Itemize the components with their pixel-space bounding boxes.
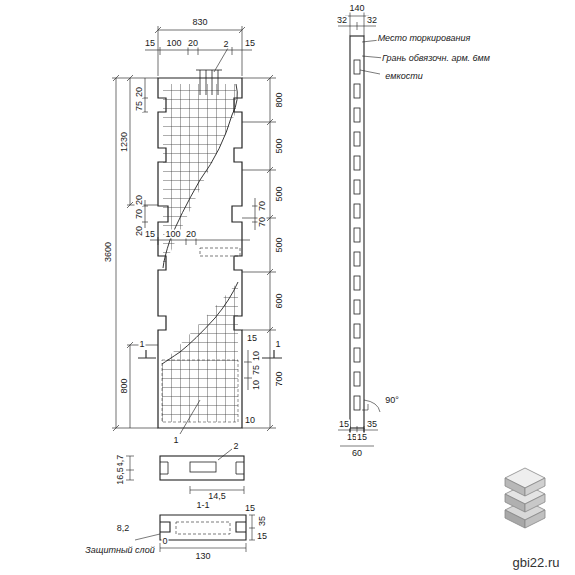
dimension-label: 32 bbox=[366, 16, 378, 25]
slot bbox=[354, 372, 360, 386]
dimension-label: 500 bbox=[275, 137, 284, 154]
dimension-label: 15 bbox=[244, 504, 256, 513]
dimension-label: 600 bbox=[275, 292, 284, 309]
dimension-label: 1 bbox=[138, 340, 145, 349]
dimension-label: 35 bbox=[366, 420, 378, 429]
dimension-label: 70 bbox=[135, 208, 144, 220]
slot bbox=[354, 156, 360, 170]
site-logo bbox=[505, 468, 545, 528]
dimension-label: 1 bbox=[172, 436, 179, 445]
dimension-label: 70 bbox=[258, 216, 267, 228]
dimension-label: 140 bbox=[348, 4, 365, 13]
dimension-label: 830 bbox=[191, 18, 208, 27]
dimension-label: 800 bbox=[275, 91, 284, 108]
dimension-label: 15 bbox=[338, 420, 350, 429]
note-text: Защитный слой bbox=[84, 546, 155, 555]
note-text: Место торкирования bbox=[377, 34, 472, 43]
dimension-label: 16,5 bbox=[116, 466, 125, 486]
dimension-label: 70 bbox=[258, 200, 267, 212]
dimension-label: 20 bbox=[185, 230, 197, 239]
dimension-label: 500 bbox=[275, 185, 284, 202]
front-view bbox=[158, 70, 242, 428]
dimension-label: 100 bbox=[164, 230, 181, 239]
dimension-label: 20 bbox=[135, 225, 144, 237]
slot bbox=[354, 396, 360, 410]
dimension-label: 10 bbox=[252, 350, 261, 362]
dimension-lines bbox=[112, 26, 282, 460]
slot bbox=[354, 324, 360, 338]
dimension-label: 2 bbox=[232, 442, 239, 451]
dimension-label: 800 bbox=[120, 377, 129, 394]
dimension-label: 20 bbox=[187, 39, 199, 48]
slot bbox=[354, 300, 360, 314]
dimension-label: 90° bbox=[384, 396, 400, 405]
plan-and-section bbox=[126, 456, 255, 552]
dimension-label: 130 bbox=[194, 552, 211, 561]
dimension-label: 10 bbox=[252, 379, 261, 391]
dimension-label: 1-1 bbox=[195, 501, 210, 510]
note-text: Грань обвязочн. арм. 6мм bbox=[381, 54, 491, 63]
side-view bbox=[338, 12, 384, 446]
dimension-label: 100 bbox=[165, 39, 182, 48]
watermark: gbi22.ru bbox=[512, 556, 561, 569]
slot bbox=[354, 204, 360, 218]
dimension-label: 1230 bbox=[120, 131, 129, 153]
note-text: емкости bbox=[384, 72, 423, 81]
dimension-label: 20 bbox=[135, 86, 144, 98]
dimension-label: 15 bbox=[246, 334, 258, 343]
dimension-label: 500 bbox=[275, 236, 284, 253]
dimension-label: 20 bbox=[135, 194, 144, 206]
slot bbox=[354, 180, 360, 194]
slot bbox=[354, 132, 360, 146]
dimension-label: 14,5 bbox=[207, 492, 227, 501]
dimension-label: 3600 bbox=[104, 241, 113, 263]
dimension-label: 35 bbox=[258, 515, 267, 527]
slot bbox=[354, 348, 360, 362]
dimension-label: 75 bbox=[252, 364, 261, 376]
dimension-label: 15 bbox=[244, 39, 256, 48]
slot bbox=[354, 252, 360, 266]
dimension-label: 15 bbox=[256, 532, 268, 541]
dimension-label: 0 bbox=[161, 537, 168, 546]
dimension-label: 700 bbox=[275, 370, 284, 387]
dimension-label: 15 bbox=[144, 39, 156, 48]
slot bbox=[354, 84, 360, 98]
dimension-label: 2 bbox=[222, 40, 229, 49]
dimension-label: 75 bbox=[135, 100, 144, 112]
dimension-label: 15 bbox=[356, 433, 368, 442]
dimension-label: 32 bbox=[336, 16, 348, 25]
dimension-label: 8,2 bbox=[116, 524, 131, 533]
slot bbox=[354, 60, 360, 74]
dimension-label: 60 bbox=[351, 449, 363, 458]
dimension-label: 10 bbox=[244, 416, 256, 425]
slot bbox=[354, 276, 360, 290]
slot bbox=[354, 228, 360, 242]
dimension-label: 1 bbox=[274, 340, 281, 349]
dimension-label: 15 bbox=[144, 230, 156, 239]
slot bbox=[354, 108, 360, 122]
